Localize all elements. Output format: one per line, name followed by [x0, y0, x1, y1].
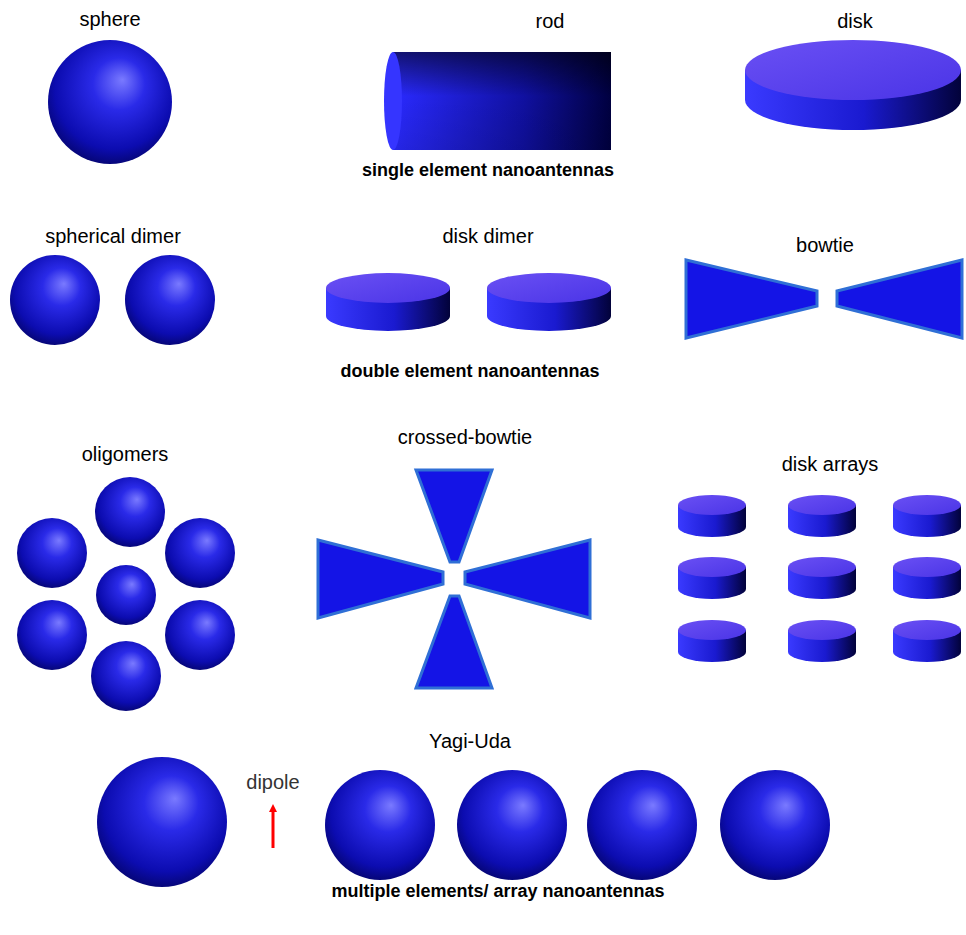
section-caption: double element nanoantennas [340, 361, 599, 383]
shape-label: disk dimer [442, 224, 533, 248]
section-caption: single element nanoantennas [362, 160, 614, 182]
shape-label: rod [536, 9, 565, 33]
shape-label: spherical dimer [45, 224, 181, 248]
shape-label: disk [837, 9, 873, 33]
shape-label: disk arrays [782, 452, 879, 476]
section-caption: multiple elements/ array nanoantennas [331, 881, 664, 903]
shape-label: bowtie [796, 233, 854, 257]
shape-label: sphere [79, 7, 140, 31]
shape-label: Yagi-Uda [429, 729, 511, 753]
dipole-label: dipole [246, 770, 299, 794]
shape-label: oligomers [82, 442, 169, 466]
shape-label: crossed-bowtie [398, 425, 533, 449]
